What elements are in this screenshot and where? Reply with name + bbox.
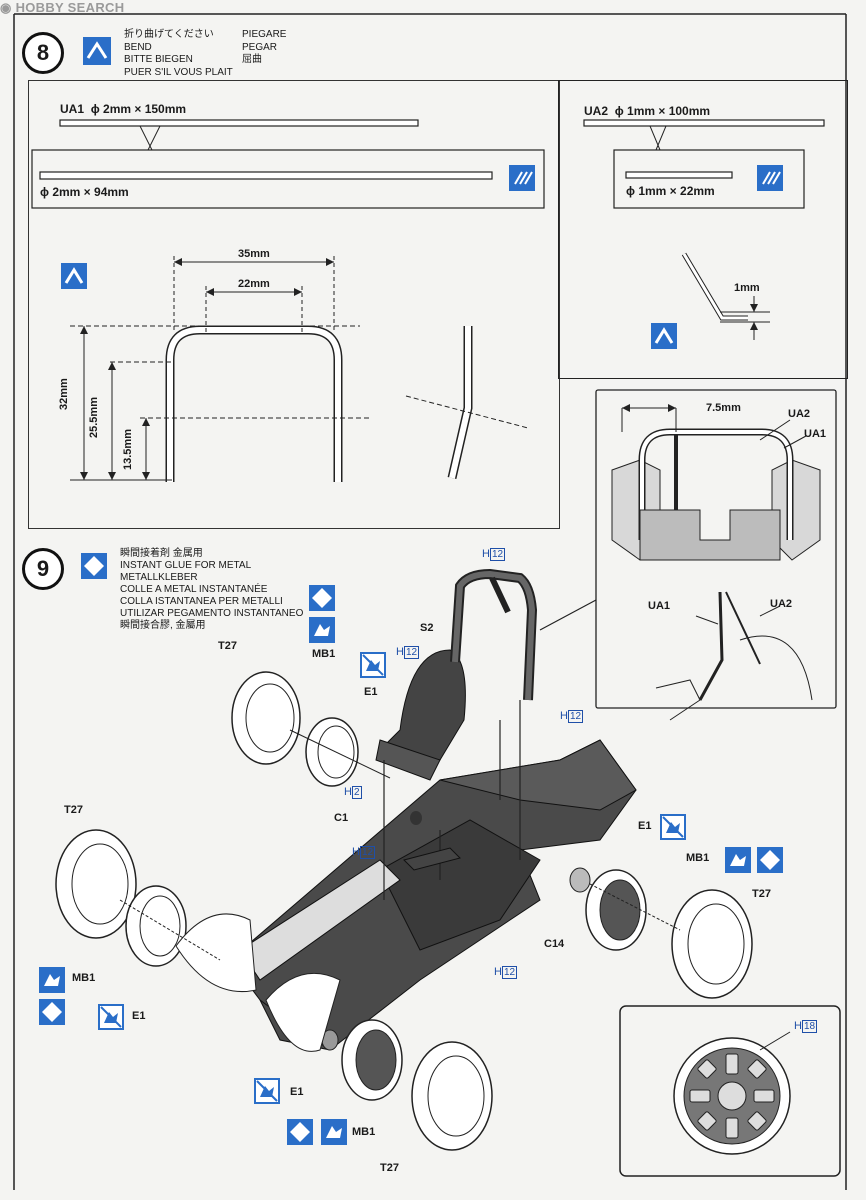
ua2-label: UA2 ϕ 1mm × 100mm — [584, 104, 711, 118]
ua1-cut-label: ϕ 2mm × 94mm — [40, 185, 129, 199]
step-8-badge: 8 — [22, 32, 64, 74]
detail2-ua1-label: UA1 — [648, 600, 671, 612]
cut-icon — [509, 165, 535, 191]
no-cement-icon-4 — [254, 1078, 280, 1104]
watermark: ◉ HOBBY SEARCH — [0, 0, 125, 15]
dim-22mm: 22mm — [238, 278, 270, 290]
dim-1mm: 1mm — [734, 282, 760, 294]
part-mb1-c: MB1 — [686, 852, 710, 864]
glue-icon-5 — [287, 1119, 313, 1145]
part-t27-b: T27 — [64, 804, 83, 816]
bend-icon — [83, 37, 111, 65]
dim-7-5mm: 7.5mm — [706, 402, 741, 414]
cement-icon-4 — [321, 1119, 347, 1145]
ua1-label: UA1 ϕ 2mm × 150mm — [60, 102, 187, 116]
dim-35mm: 35mm — [238, 248, 270, 260]
step9-instructions: 瞬間接着剤 金属用 INSTANT GLUE FOR METAL METALLK… — [120, 548, 304, 631]
part-c14: C14 — [544, 938, 565, 950]
glue-icon-2 — [309, 585, 335, 611]
glue-icon-4 — [39, 999, 65, 1025]
part-e1-c: E1 — [638, 820, 652, 832]
part-t27-a: T27 — [218, 640, 237, 652]
step8-instructions-right: PIEGARE PEGAR 屈曲 — [242, 29, 287, 65]
part-s2: S2 — [420, 622, 434, 634]
ua2-cut-label: ϕ 1mm × 22mm — [626, 184, 715, 198]
part-c1: C1 — [334, 812, 349, 824]
part-mb1-a: MB1 — [312, 648, 336, 660]
part-t27-c: T27 — [752, 888, 771, 900]
bend-icon-2 — [61, 263, 87, 289]
step-9-badge: 9 — [22, 548, 64, 590]
part-e1-a: E1 — [364, 686, 378, 698]
part-t27-d: T27 — [380, 1162, 399, 1174]
cement-icon-3 — [39, 967, 65, 993]
bend-icon-3 — [651, 323, 677, 349]
detail-ua1-label: UA1 — [804, 428, 827, 440]
part-mb1-d: MB1 — [352, 1126, 376, 1138]
glue-icon — [81, 553, 107, 579]
glue-icon-3 — [757, 847, 783, 873]
step8-main-panel — [28, 80, 560, 529]
cut-icon-2 — [757, 165, 783, 191]
camera-icon: ◉ — [0, 0, 16, 15]
cement-icon — [309, 617, 335, 643]
no-cement-icon-3 — [98, 1004, 124, 1030]
no-cement-icon-2 — [660, 814, 686, 840]
step8-instructions: 折り曲げてください BEND BITTE BIEGEN PUER S'IL VO… — [124, 29, 233, 78]
part-mb1-b: MB1 — [72, 972, 96, 984]
step8-ua2-panel — [558, 80, 848, 379]
part-e1-b: E1 — [132, 1010, 146, 1022]
detail2-ua2-label: UA2 — [770, 598, 793, 610]
cement-icon-2 — [725, 847, 751, 873]
no-cement-icon — [360, 652, 386, 678]
detail-ua2-label: UA2 — [788, 408, 811, 420]
part-e1-d: E1 — [290, 1086, 304, 1098]
